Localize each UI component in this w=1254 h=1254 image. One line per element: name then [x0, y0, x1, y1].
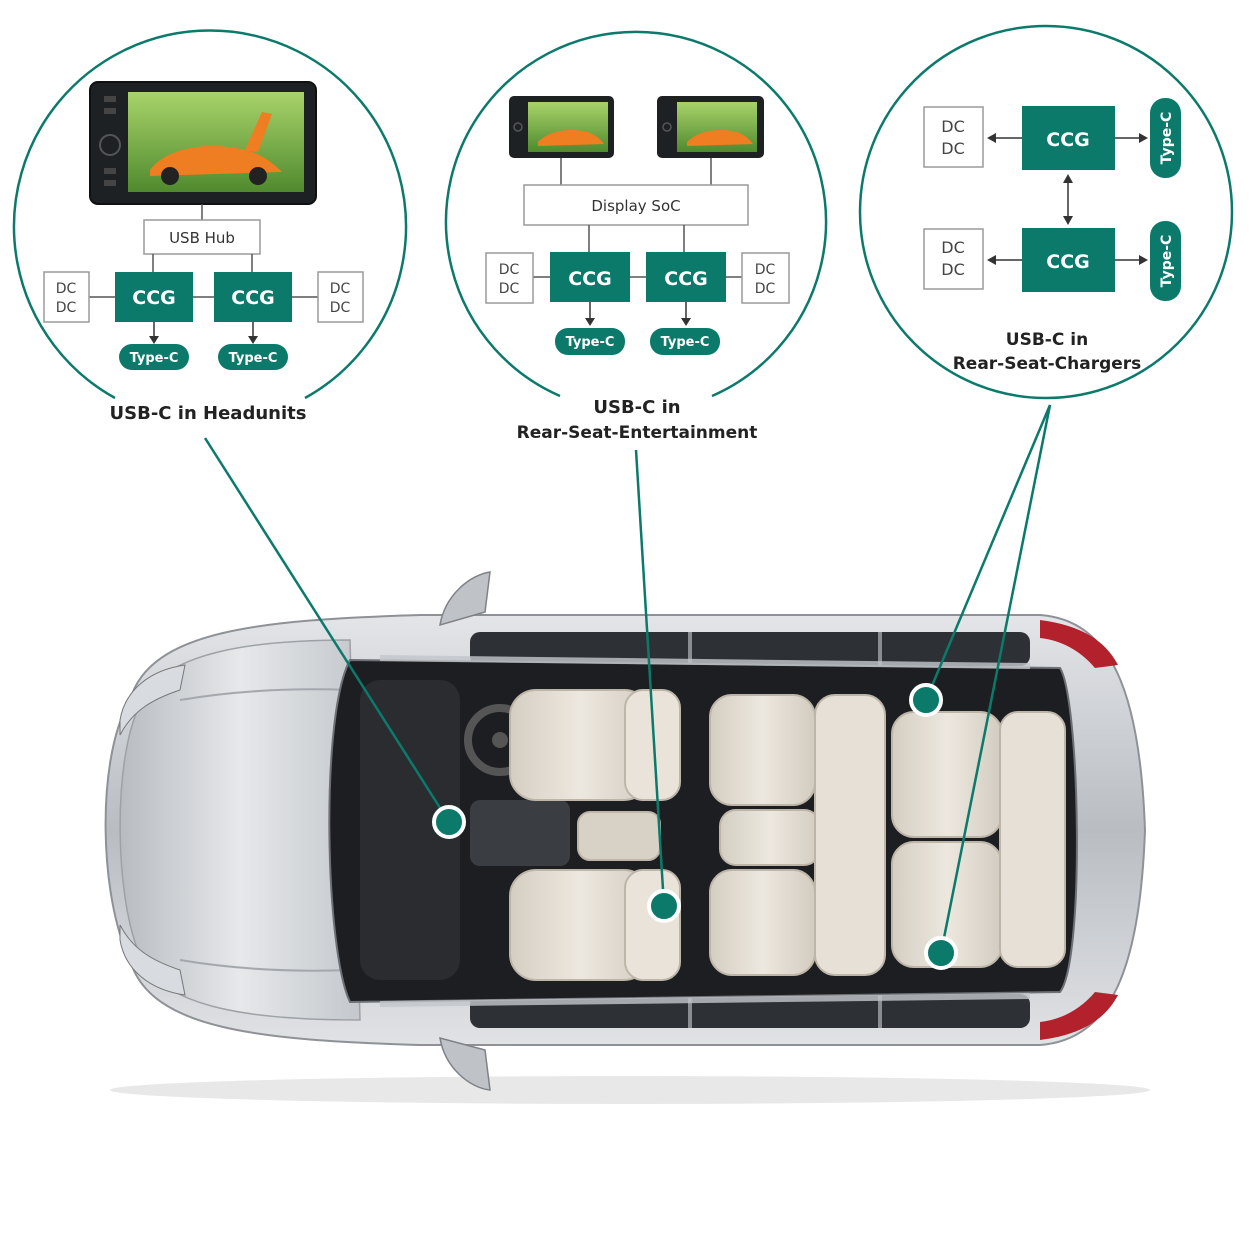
callout-dots [432, 683, 958, 970]
headunits-circle [12, 29, 408, 400]
typec-label-top: Type-C [1159, 112, 1175, 165]
callout-lines [203, 404, 1052, 954]
ccg-label-left: CCG [568, 268, 611, 290]
suv-top-view-icon [104, 571, 1150, 1104]
dcdc-right-line2: DC [330, 300, 351, 316]
dcdc-top-line2: DC [941, 139, 965, 158]
ccg-chip-bottom [1022, 228, 1115, 292]
charger-callout-line-bottom [939, 404, 1052, 954]
rse-panel: Display SoC CCG CCG DC DC DC DC Type-C T… [444, 30, 828, 443]
typec-label-left: Type-C [566, 335, 615, 350]
display-soc-label: Display SoC [591, 197, 680, 215]
dcdc-box-left [485, 252, 534, 304]
usb-hub-label: USB Hub [169, 229, 235, 247]
dcdc-left-line1: DC [499, 262, 520, 278]
dcdc-left-line2: DC [56, 300, 77, 316]
ccg-chip-right [214, 272, 292, 322]
ccg-chip-top [1022, 106, 1115, 170]
rse-circle [444, 30, 828, 398]
dcdc-box-left [43, 271, 90, 323]
car-display-icon [89, 81, 317, 205]
typec-port-right [650, 328, 720, 355]
ccg-label-right: CCG [664, 268, 707, 290]
charger-callout-line-top [924, 404, 1052, 701]
rse-title-line1: USB-C in [593, 397, 680, 418]
dcdc-box-right [741, 252, 790, 304]
ccg-chip-left [115, 272, 193, 322]
dcdc-right-line1: DC [755, 262, 776, 278]
headunit-marker[interactable] [432, 805, 466, 839]
typec-port-top [1150, 98, 1181, 178]
dcdc-bottom-line1: DC [941, 238, 965, 257]
typec-port-bottom [1150, 221, 1181, 301]
typec-label-bottom: Type-C [1159, 235, 1175, 288]
ccg-label-left: CCG [132, 287, 175, 309]
dcdc-right-line1: DC [330, 281, 351, 297]
rse-callout-line [634, 449, 666, 907]
charger-marker-top[interactable] [909, 683, 943, 717]
car-display-icon [657, 96, 764, 158]
dcdc-left-line2: DC [499, 281, 520, 297]
headunits-title: USB-C in Headunits [110, 403, 307, 424]
chargers-circle [858, 24, 1234, 400]
dcdc-bottom-line2: DC [941, 260, 965, 279]
chargers-title-line1: USB-C in [1006, 330, 1088, 350]
ccg-label-right: CCG [231, 287, 274, 309]
rse-marker[interactable] [647, 889, 681, 923]
headunits-panel: USB Hub CCG CCG DC DC DC DC Type-C Type-… [12, 29, 408, 424]
dcdc-box-right [317, 271, 364, 323]
typec-port-right [218, 344, 288, 370]
dcdc-box-bottom [923, 228, 984, 290]
typec-label-right: Type-C [229, 351, 278, 366]
typec-port-left [119, 344, 189, 370]
typec-port-left [555, 328, 625, 355]
headunit-callout-line [203, 437, 451, 823]
dcdc-right-line2: DC [755, 281, 776, 297]
dcdc-left-line1: DC [56, 281, 77, 297]
dcdc-box-top [923, 106, 984, 168]
chargers-title-line2: Rear-Seat-Chargers [953, 354, 1142, 374]
display-soc-box [523, 184, 749, 226]
typec-label-left: Type-C [130, 351, 179, 366]
chargers-panel: DC DC CCG Type-C DC DC CCG Type-C USB-C … [858, 24, 1234, 400]
ccg-label-top: CCG [1046, 129, 1089, 151]
typec-label-right: Type-C [661, 335, 710, 350]
ccg-chip-left [550, 252, 630, 302]
dcdc-top-line1: DC [941, 117, 965, 136]
charger-marker-bottom[interactable] [924, 936, 958, 970]
ccg-chip-right [646, 252, 726, 302]
rse-title-line2: Rear-Seat-Entertainment [517, 423, 758, 443]
ccg-label-bottom: CCG [1046, 251, 1089, 273]
usb-hub-box [143, 219, 261, 255]
car-display-icon [509, 96, 614, 158]
